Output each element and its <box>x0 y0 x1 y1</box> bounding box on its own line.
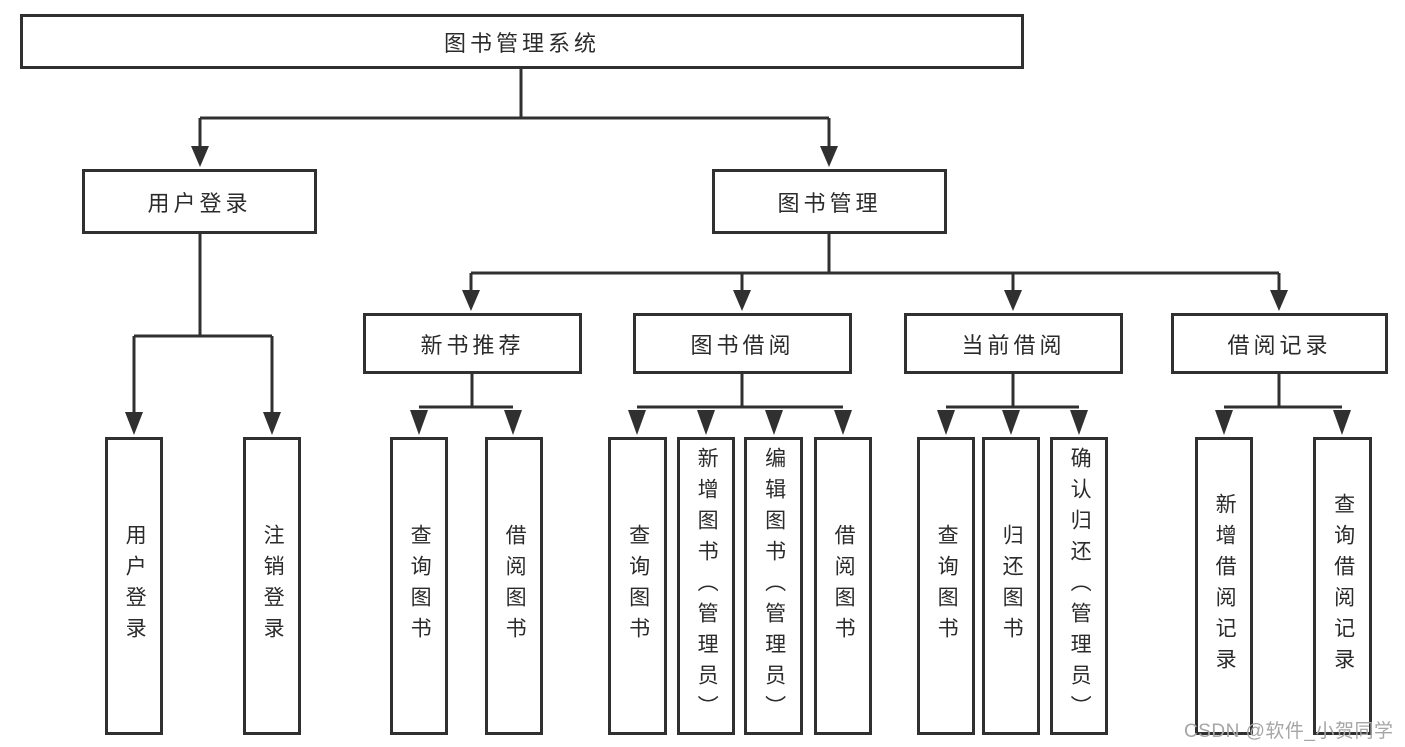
arrow-icon <box>504 410 522 435</box>
arrow-icon <box>1070 410 1088 435</box>
node-book-borrowing: 图书借阅 <box>633 313 852 374</box>
arrow-icon <box>820 146 838 167</box>
arrow-icon <box>697 410 715 435</box>
node-query-borrow-record: 查询借阅记录 <box>1313 437 1372 735</box>
arrow-icon <box>937 410 955 435</box>
connector-user-login-branch <box>132 234 274 413</box>
arrow-icon <box>1333 410 1351 435</box>
arrowheads <box>125 146 1351 435</box>
node-book-management: 图书管理 <box>712 169 947 234</box>
node-query-books: 查询图书 <box>608 437 667 735</box>
connector-level3-to-leaves <box>419 374 1342 409</box>
connector-root-to-level2 <box>198 68 831 147</box>
arrow-icon <box>462 290 480 311</box>
arrow-icon <box>834 410 852 435</box>
arrow-icon <box>263 412 281 435</box>
arrow-icon <box>628 410 646 435</box>
arrow-icon <box>410 410 428 435</box>
node-borrow-books: 借阅图书 <box>485 437 543 735</box>
node-current-borrowing: 当前借阅 <box>904 313 1123 374</box>
node-new-book-recommendation: 新书推荐 <box>363 313 582 374</box>
arrow-icon <box>1004 290 1022 311</box>
arrow-icon <box>1270 290 1288 311</box>
node-confirm-return-admin: 确认归还（管理员） <box>1050 437 1108 735</box>
arrow-icon <box>1002 410 1020 435</box>
node-query-books: 查询图书 <box>390 437 448 735</box>
node-library-management-system: 图书管理系统 <box>20 14 1024 69</box>
arrow-icon <box>1215 410 1233 435</box>
node-edit-book-admin: 编辑图书（管理员） <box>744 437 803 735</box>
arrow-icon <box>733 290 751 311</box>
node-add-book-admin: 新增图书（管理员） <box>677 437 735 735</box>
arrow-icon <box>191 146 209 167</box>
node-logout: 注销登录 <box>243 437 301 735</box>
node-borrowing-records: 借阅记录 <box>1171 313 1388 374</box>
node-query-books: 查询图书 <box>917 437 975 735</box>
connector-book-mgmt-to-level3 <box>469 234 1281 291</box>
arrow-icon <box>125 412 143 435</box>
arrow-icon <box>765 410 783 435</box>
node-return-book: 归还图书 <box>982 437 1040 735</box>
node-borrow-books: 借阅图书 <box>814 437 872 735</box>
node-user-login: 用户登录 <box>105 437 163 735</box>
node-user-login-group: 用户登录 <box>82 169 317 234</box>
csdn-watermark: CSDN @软件_小贺同学 <box>1184 721 1394 742</box>
node-add-borrow-record: 新增借阅记录 <box>1195 437 1253 735</box>
